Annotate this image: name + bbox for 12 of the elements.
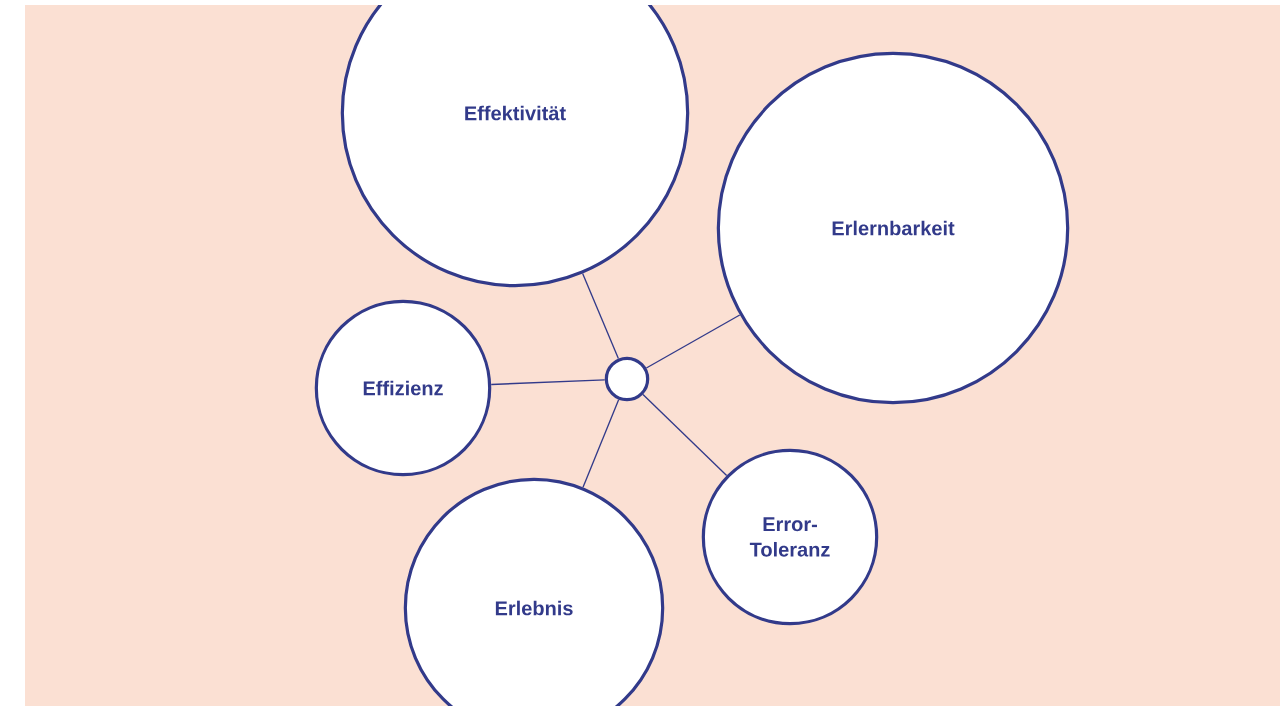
circle-node: Effektivität — [340, 5, 690, 288]
connector-line — [642, 393, 728, 477]
connector-line — [581, 272, 620, 360]
node-label: Effektivität — [465, 105, 566, 121]
circle-node: Error-Toleranz — [701, 448, 879, 626]
circle-node: Effizienz — [314, 299, 492, 477]
connector-line — [645, 314, 741, 369]
connector-line — [582, 398, 620, 488]
hub-circle — [604, 356, 650, 402]
circle-node: Erlernbarkeit — [716, 51, 1070, 405]
connector-line — [490, 379, 606, 386]
circle-node: Erlebnis — [403, 477, 665, 706]
